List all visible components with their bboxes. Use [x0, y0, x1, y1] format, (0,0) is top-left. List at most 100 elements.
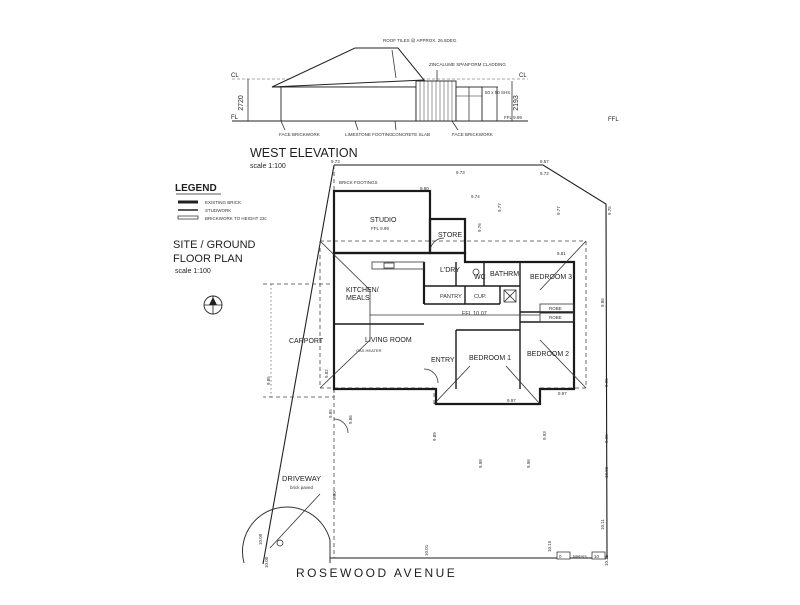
room-kitchen-1: KITCHEN/ — [346, 287, 379, 294]
site-boundary — [262, 164, 608, 565]
elevation-fl-left: FL — [231, 115, 239, 121]
room-laundry: L'DRY — [440, 267, 460, 274]
room-bathroom: BATHRM — [490, 271, 519, 278]
level-1001: 10.01 — [424, 544, 429, 556]
site-plan-scale: scale 1:100 — [175, 268, 211, 275]
spot-levels: 9.73 9.57 9.73 9.72 9.80 9.74 9.77 9.77 … — [258, 159, 612, 568]
level-973: 9.73 — [456, 170, 465, 175]
room-kitchen-2: MEALS — [346, 295, 370, 302]
scale-bar-label: Meters — [573, 554, 588, 559]
site-plan-title-2: FLOOR PLAN — [173, 253, 243, 265]
legend-item-3: BRICKWORK TO HEIGHT 23c — [205, 216, 268, 221]
level-1025: 10.25 — [604, 554, 609, 566]
driveway: DRIVEWAY brick paved — [241, 474, 331, 564]
room-entry: ENTRY — [431, 357, 455, 364]
level-976: 9.76 — [477, 223, 482, 232]
elevation-window-note: 50 x 50 SHS — [485, 90, 510, 95]
shower-box — [503, 289, 517, 303]
scale-bar-end: 10 — [594, 554, 600, 559]
room-bedroom-1: BEDROOM 1 — [469, 355, 511, 362]
driveway-label: DRIVEWAY — [282, 474, 321, 483]
room-robe-1: ROBE — [549, 306, 562, 311]
level-1015: 10.15 — [547, 540, 552, 552]
level-1011: 10.11 — [600, 519, 605, 530]
site-plan-title-1: SITE / GROUND — [173, 239, 256, 251]
scale-bar: 0 10 Meters — [556, 551, 606, 560]
brick-footings-label: BRICK FOOTINGS — [339, 180, 378, 185]
level-1000: 10.00 — [264, 556, 269, 568]
gas-heater-label: GAS HEATER — [356, 348, 382, 353]
elevation-note-1: FACE BRICKWORK — [279, 132, 320, 137]
driveway-sub-label: brick paved — [290, 485, 314, 490]
elevation-roof-note: ROOF TILES @ APPROX. 26.5DEG. — [383, 38, 458, 43]
legend-title: LEGEND — [175, 183, 217, 194]
room-wc: WC — [474, 274, 486, 281]
toilet-pan — [472, 268, 480, 276]
room-pantry: PANTRY — [440, 294, 462, 300]
elevation-title: WEST ELEVATION — [250, 146, 358, 160]
level-957: 9.57 — [540, 159, 549, 164]
legend-item-1: EXISTING BRICK — [205, 200, 241, 205]
room-cupboard: CUP. — [474, 294, 487, 300]
elevation-ffl: FFL 9.99 — [504, 115, 522, 120]
level-985b: 9.85 — [328, 409, 333, 418]
level-975: 9.75 — [607, 206, 612, 215]
level-972: 9.72 — [540, 171, 549, 176]
level-986b: 9.86 — [348, 415, 353, 424]
room-bedroom-3: BEDROOM 3 — [530, 274, 572, 281]
studio-ffl: FFL 9.99 — [371, 226, 389, 231]
elevation-dim-left: 2720 — [238, 95, 245, 111]
north-arrow-icon — [203, 295, 223, 315]
elevation-cl-left: CL — [231, 73, 239, 79]
level-986: 9.86 — [600, 298, 605, 307]
room-living: LIVING ROOM — [365, 337, 412, 344]
elevation-ffl-far: FFL — [608, 117, 619, 123]
legend: LEGEND EXISTING BRICK STUDWORK BRICKWORK… — [175, 183, 268, 221]
elevation-house-wall — [280, 86, 417, 122]
elevation-note-4: FACE BRICKWORK — [452, 132, 493, 137]
kitchen-bench — [371, 261, 425, 270]
store-door-swing — [429, 237, 445, 253]
room-carport: CARPORT — [289, 338, 324, 345]
room-robe-2: ROBE — [549, 315, 562, 320]
room-store: STORE — [438, 232, 462, 239]
level-981: 9.81 — [557, 251, 566, 256]
elevation-note-3: CONCRETE SLAB — [392, 132, 430, 137]
level-997a: 9.97 — [507, 398, 516, 403]
level-982: 9.82 — [324, 369, 329, 378]
level-998: 9.98 — [478, 459, 483, 468]
house-plan: STUDIO FFL 9.99 STORE KITCHEN/ MEALS L'D… — [263, 180, 587, 434]
level-996: 9.96 — [526, 459, 531, 468]
level-977b: 9.77 — [556, 206, 561, 215]
level-997b: 9.97 — [558, 391, 567, 396]
level-989: 9.89 — [432, 432, 437, 441]
level-1009: 10.09 — [258, 533, 263, 545]
level-993: 9.93 — [542, 431, 547, 440]
level-985: 9.85 — [266, 376, 271, 385]
main-ffl: FFL 10.07 — [462, 311, 487, 317]
level-995: 9.95 — [604, 378, 609, 387]
level-1006: 10.06 — [604, 466, 609, 478]
elevation-cladding — [415, 80, 457, 122]
elevation-dim-right: 2193 — [513, 95, 520, 111]
elevation-roof — [271, 47, 426, 88]
roof-hips — [319, 240, 587, 405]
room-studio: STUDIO — [370, 217, 397, 224]
level-973-top: 9.73 — [331, 159, 340, 164]
west-elevation: 2720 CL FL 2193 CL FFL 9.99 FFL 50 x 50 … — [231, 38, 619, 170]
gate-swing — [333, 418, 349, 434]
level-990: 9.90 — [332, 491, 337, 500]
elevation-cl-right: CL — [519, 73, 527, 79]
elevation-scale: scale 1:100 — [250, 163, 286, 170]
elevation-note-2: LIMESTONE FOOTING — [345, 132, 393, 137]
level-980: 9.80 — [420, 186, 429, 191]
street-name: ROSEWOOD AVENUE — [296, 566, 457, 580]
elevation-cladding-note: ZINCALUME SPANFORM CLADDING — [429, 62, 506, 67]
legend-swatch-brickwork — [177, 215, 199, 220]
room-bedroom-2: BEDROOM 2 — [527, 351, 569, 358]
scale-bar-start: 0 — [559, 554, 562, 559]
level-977a: 9.77 — [497, 203, 502, 212]
level-995b: 9.95 — [604, 434, 609, 443]
